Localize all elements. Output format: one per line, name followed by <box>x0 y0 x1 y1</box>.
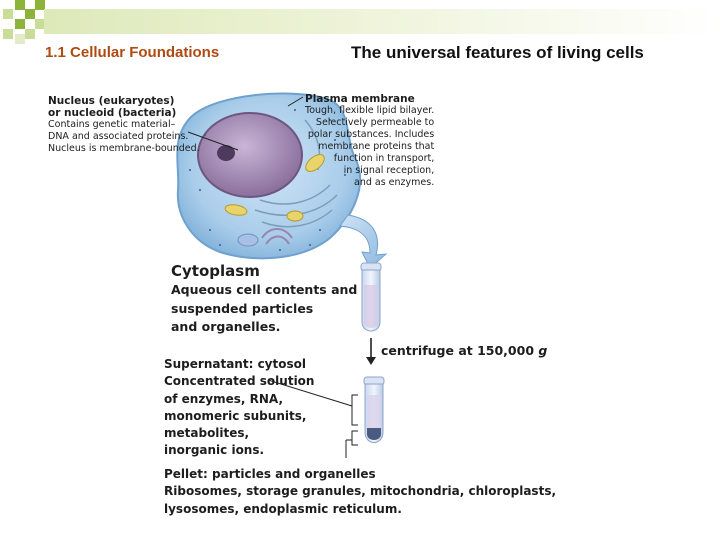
nucleus-label: Nucleus (eukaryotes) or nucleoid (bacter… <box>48 95 200 154</box>
test-tube-before <box>360 262 382 332</box>
corner-decoration <box>0 0 60 45</box>
supernatant-pointer <box>267 379 353 407</box>
supernatant-label: Supernatant: cytosol Concentrated soluti… <box>164 357 315 458</box>
test-tube-after <box>363 376 385 443</box>
section-title: 1.1 Cellular Foundations <box>45 44 220 61</box>
cell-illustration <box>176 92 362 260</box>
plasma-membrane-label: Plasma membrane Tough, flexible lipid bi… <box>305 93 435 188</box>
nucleolus-shape <box>217 145 235 161</box>
cytoplasm-label: Cytoplasm Aqueous cell contents and susp… <box>171 262 358 334</box>
membrane-pointer <box>287 96 304 107</box>
slide-title: The universal features of living cells <box>351 43 644 62</box>
curved-arrow <box>339 214 388 269</box>
header-bar <box>44 9 720 34</box>
nucleus-pointer <box>187 131 239 151</box>
pellet-label: Pellet: particles and organelles Ribosom… <box>164 467 557 516</box>
nucleus-shape <box>197 112 303 198</box>
centrifuge-label: centrifuge at 150,000 g <box>381 343 548 358</box>
